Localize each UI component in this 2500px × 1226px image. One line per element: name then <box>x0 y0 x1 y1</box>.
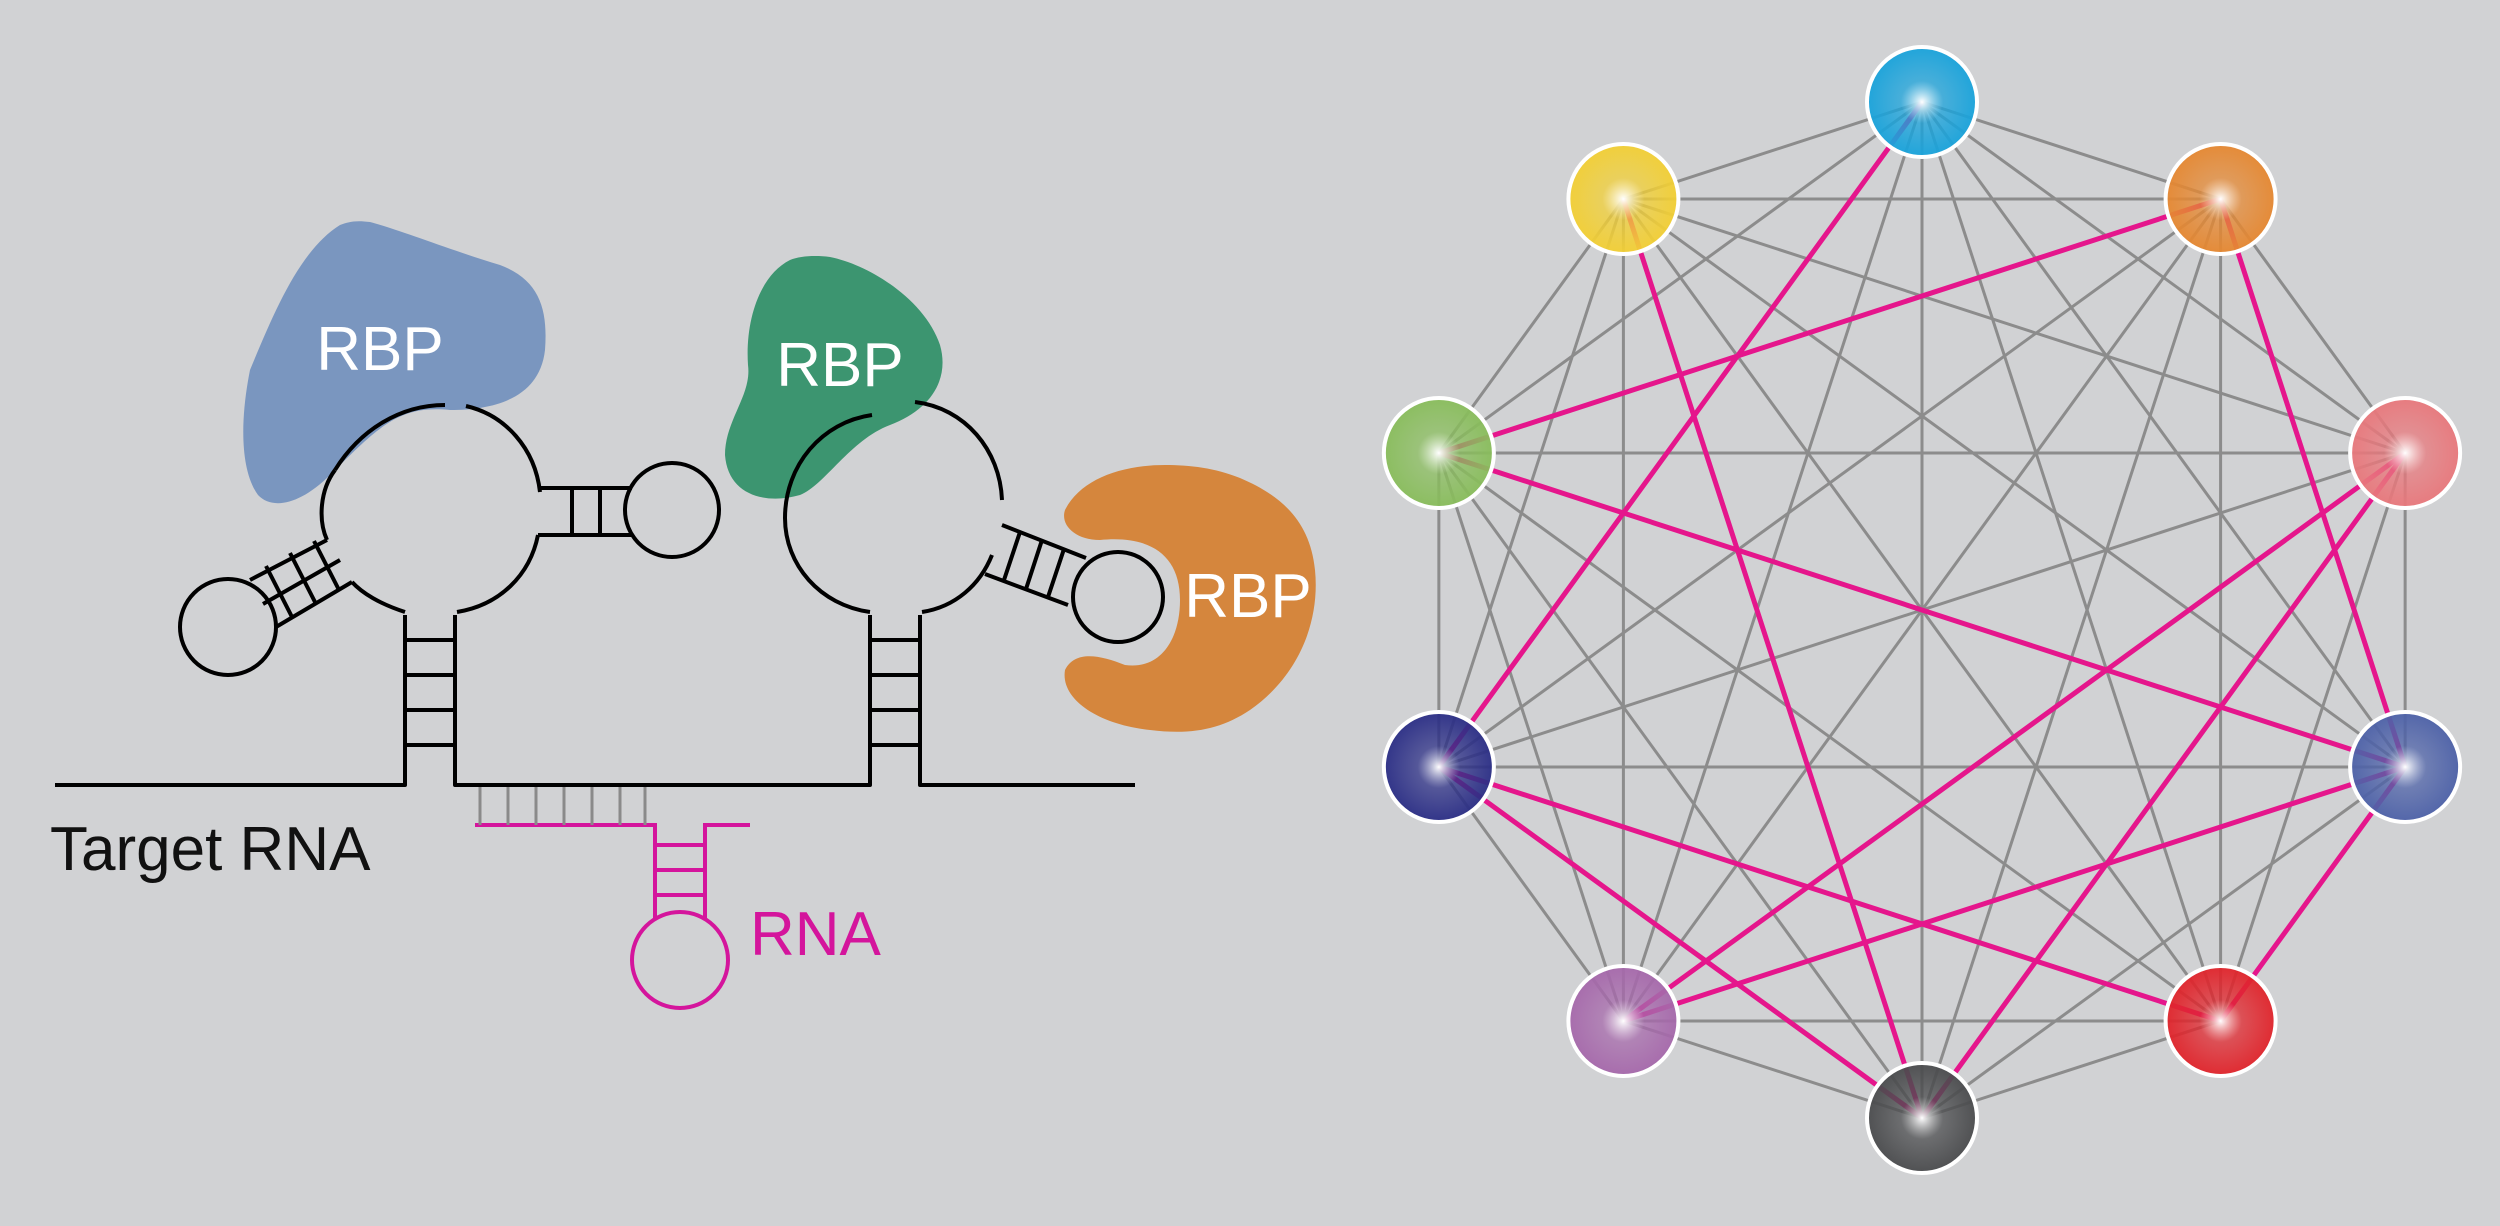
stem-1 <box>405 638 455 747</box>
network-edge <box>1437 451 2222 1023</box>
highlighted-edge <box>1622 764 2406 1024</box>
highlighted-edge <box>1437 764 1924 1121</box>
rbp-blob-orange <box>1064 465 1316 732</box>
base-pairing <box>478 787 647 825</box>
highlighted-edge <box>1919 451 2408 1120</box>
target-rna-strand <box>55 615 1135 787</box>
network-node <box>1381 396 1496 511</box>
network-nodes <box>1381 45 2463 1175</box>
multiloop-1 <box>319 403 542 614</box>
network-edge <box>1622 197 2406 455</box>
network-edge <box>1622 197 2407 769</box>
stem-2 <box>870 638 920 747</box>
network-node <box>1566 142 1681 257</box>
highlighted-edge <box>1621 198 1925 1119</box>
highlighted-edge <box>2218 198 2408 768</box>
rbp-blob-green <box>725 256 943 499</box>
network-edge <box>1437 452 1924 1119</box>
highlighted-edge <box>1621 450 2407 1024</box>
network-edge <box>1437 452 1625 1022</box>
highlighted-edge <box>1436 100 1925 769</box>
network-node <box>2348 709 2463 824</box>
network-node <box>2163 963 2278 1078</box>
hairpin-left <box>178 538 354 677</box>
small-rna <box>475 823 750 1010</box>
network-node <box>1566 963 1681 1078</box>
interaction-network <box>1381 45 2463 1175</box>
highlighted-edge <box>1438 196 2222 456</box>
network-edge <box>1920 101 2407 768</box>
network-node <box>1381 709 1496 824</box>
rbp-blob-blue <box>243 221 546 504</box>
rna-schematic: RBP RBP RBP Target RNA RNA <box>50 221 1316 1010</box>
highlighted-edges <box>1436 100 2408 1121</box>
network-node <box>1865 45 1979 159</box>
hairpin-right-1 <box>538 461 721 559</box>
network-node <box>2348 396 2463 511</box>
highlighted-edge <box>1438 764 2222 1024</box>
highlighted-edge <box>1438 450 2406 770</box>
network-node <box>1865 1061 1979 1175</box>
small-rna-label: RNA <box>750 900 882 969</box>
target-rna-label: Target RNA <box>50 815 371 884</box>
rbp-label-2: RBP <box>776 331 903 400</box>
rbp-label-3: RBP <box>1184 562 1311 631</box>
hairpin-right-2 <box>984 523 1165 644</box>
rbp-label-1: RBP <box>316 315 443 384</box>
multiloop-2 <box>782 400 1004 614</box>
network-node <box>2163 142 2278 257</box>
